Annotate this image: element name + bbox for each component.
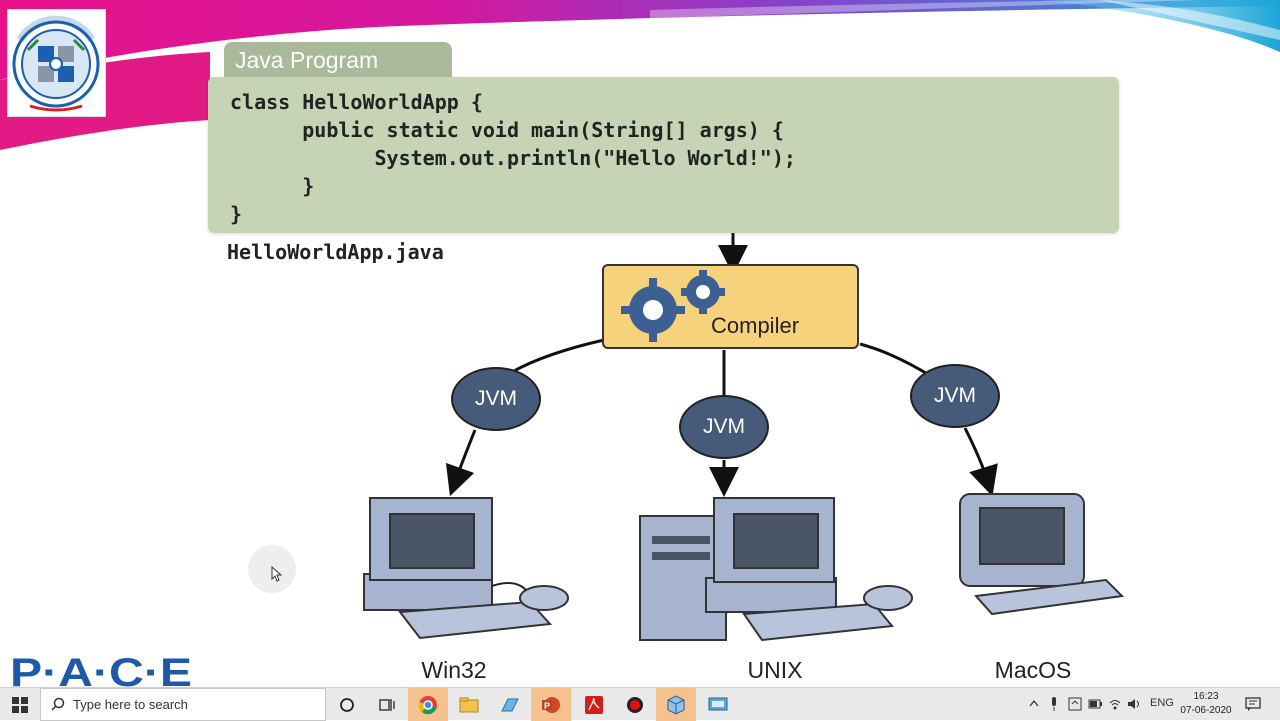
chrome-icon xyxy=(418,695,437,714)
notifications-icon[interactable] xyxy=(1245,697,1261,711)
remote-icon xyxy=(708,697,728,710)
clock-time: 16:23 xyxy=(1193,691,1219,702)
volume-icon[interactable] xyxy=(1127,697,1141,711)
platform-label-macos: MacOS xyxy=(994,657,1072,683)
battery-icon[interactable] xyxy=(1088,698,1102,710)
wifi-icon[interactable] xyxy=(1108,697,1122,711)
code-box xyxy=(208,77,1119,233)
chevron-up-icon[interactable] xyxy=(1029,699,1039,707)
powerpoint-icon: P xyxy=(542,696,560,713)
language-indicator[interactable]: ENG xyxy=(1150,697,1174,709)
jvm-circle-unix: JVM xyxy=(679,395,769,459)
connector-lines xyxy=(445,233,998,497)
powerpoint-taskbar-button[interactable]: P xyxy=(531,688,571,721)
recorder-icon xyxy=(627,696,643,713)
compiler-label: Compiler xyxy=(711,313,800,338)
jvm-circle-win32: JVM xyxy=(451,367,541,431)
pace-logo: P·A·C·E xyxy=(10,652,192,687)
slide: Java Program class HelloWorldApp { publi… xyxy=(0,0,1280,687)
virtualbox-icon xyxy=(667,694,685,715)
virtualbox-taskbar-button[interactable] xyxy=(656,688,696,721)
unix-computer-icon xyxy=(639,497,913,642)
code-line: } xyxy=(230,202,243,226)
svg-text:P: P xyxy=(544,701,550,711)
mouse-pointer-icon xyxy=(271,566,283,582)
platform-label-win32: Win32 xyxy=(421,657,487,683)
search-input[interactable]: Type here to search xyxy=(40,688,326,721)
code-line: System.out.println("Hello World!"); xyxy=(230,146,796,170)
acrobat-icon xyxy=(585,695,603,714)
app-icon xyxy=(501,698,519,711)
pace-logo-text: P·A·C·E xyxy=(10,652,192,687)
clock-date: 07-06-2020 xyxy=(1180,705,1232,716)
remote-taskbar-button[interactable] xyxy=(698,688,738,721)
college-logo xyxy=(7,9,106,117)
banner-blue xyxy=(1040,0,1280,52)
macos-computer-icon xyxy=(959,493,1125,616)
jvm-circle-macos: JVM xyxy=(910,364,1000,428)
file-explorer-button[interactable] xyxy=(449,688,489,721)
microphone-icon[interactable] xyxy=(1050,697,1058,711)
windows-icon xyxy=(12,696,28,713)
line-compiler-jvm-left xyxy=(511,338,605,374)
cortana-button[interactable] xyxy=(327,688,367,721)
chrome-taskbar-button[interactable] xyxy=(408,688,448,721)
win32-computer-icon xyxy=(363,497,569,640)
recorder-taskbar-button[interactable] xyxy=(615,688,655,721)
search-placeholder: Type here to search xyxy=(73,697,188,712)
source-filename: HelloWorldApp.java xyxy=(227,240,444,264)
update-icon[interactable] xyxy=(1068,697,1082,711)
code-line: public static void main(String[] args) { xyxy=(230,118,784,142)
search-icon xyxy=(51,697,65,711)
code-line: } xyxy=(230,174,315,198)
clock[interactable]: 16:23 07-06-2020 xyxy=(1176,690,1236,718)
start-button[interactable] xyxy=(0,688,40,721)
arrow-jvm-macos xyxy=(963,427,998,497)
taskbar: Type here to search P ENG xyxy=(0,687,1280,721)
acrobat-taskbar-button[interactable] xyxy=(574,688,614,721)
college-seal-icon xyxy=(12,15,100,112)
banner-stripe-2 xyxy=(650,0,1200,18)
gears-icon xyxy=(621,270,725,342)
platform-label-unix: UNIX xyxy=(747,657,803,683)
banner-stripe xyxy=(1100,0,1280,40)
arrow-jvm-win32 xyxy=(445,429,477,497)
code-tab-label: Java Program xyxy=(224,42,452,78)
cortana-icon xyxy=(340,697,354,712)
task-view-icon xyxy=(379,698,395,711)
task-view-button[interactable] xyxy=(367,688,407,721)
app-taskbar-button[interactable] xyxy=(490,688,530,721)
banner-magenta xyxy=(0,0,1280,80)
file-explorer-icon xyxy=(459,697,479,712)
code-line: class HelloWorldApp { xyxy=(230,90,483,114)
